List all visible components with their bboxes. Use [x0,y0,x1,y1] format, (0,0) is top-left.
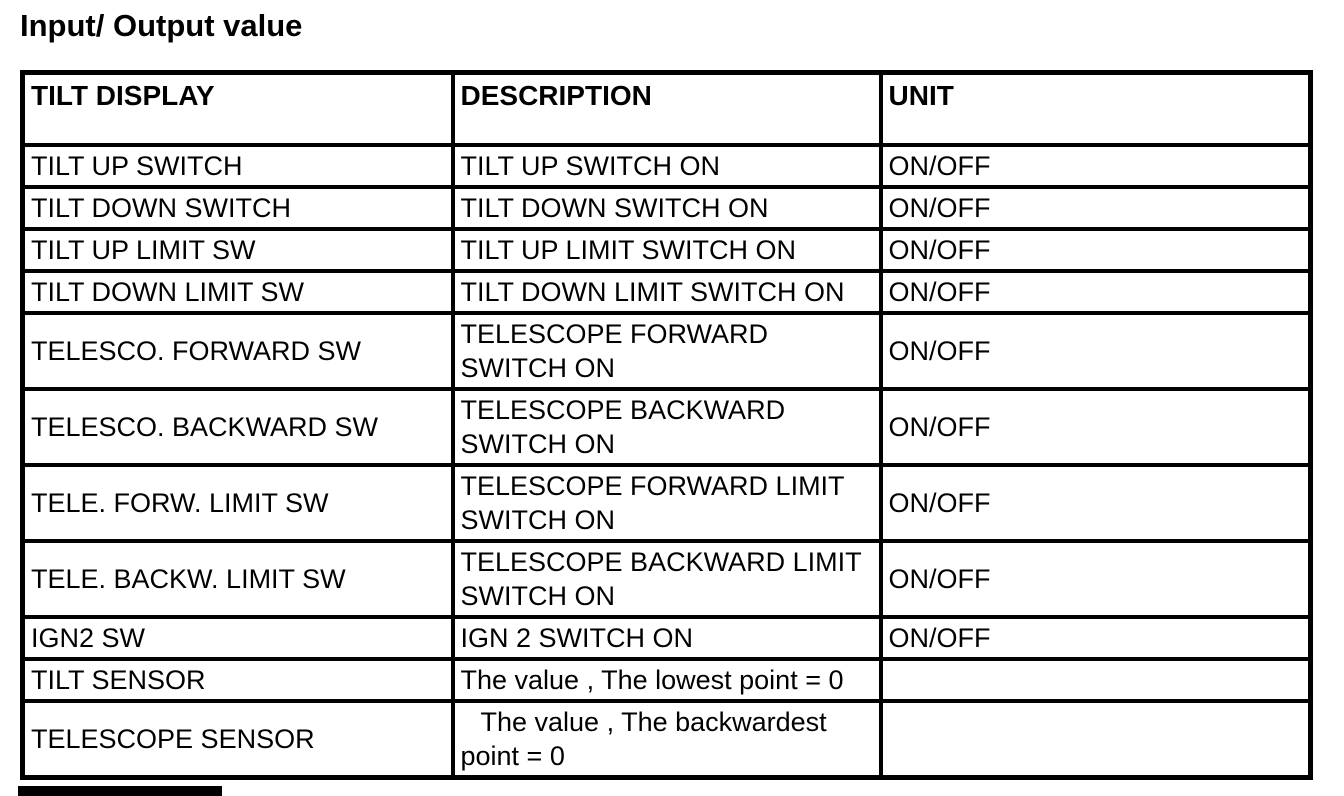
description-cell: TILT UP SWITCH ON [450,142,883,189]
unit-cell: ON/OFF [878,142,1313,189]
unit-cell: ON/OFF [878,226,1313,273]
unit-cell: ON/OFF [878,268,1313,315]
description-cell: TELESCOPE FORWARD LIMIT SWITCH ON [450,462,883,543]
description-cell: The value , The backwardest point = 0 [450,698,883,779]
description-cell: TILT UP LIMIT SWITCH ON [450,226,883,273]
tilt-display-cell: TILT DOWN SWITCH [20,184,455,231]
header-description: DESCRIPTION [450,70,883,147]
unit-cell [878,656,1313,703]
table-header: TILT DISPLAY DESCRIPTION UNIT [20,70,1313,147]
description-cell: TELESCOPE BACKWARD LIMIT SWITCH ON [450,538,883,619]
header-row: TILT DISPLAY DESCRIPTION UNIT [20,70,1313,147]
header-unit: UNIT [878,70,1313,147]
unit-cell: ON/OFF [878,538,1313,619]
tilt-display-cell: TILT UP SWITCH [20,142,455,189]
scan-artifact-bar [18,786,222,796]
description-cell: IGN 2 SWITCH ON [450,614,883,661]
tilt-display-cell: TILT DOWN LIMIT SW [20,268,455,315]
description-cell: TILT DOWN SWITCH ON [450,184,883,231]
unit-cell: ON/OFF [878,310,1313,391]
unit-cell [878,698,1313,779]
tilt-display-cell: TELESCO. FORWARD SW [20,310,455,391]
tilt-display-cell: TELESCO. BACKWARD SW [20,386,455,467]
description-cell: The value , The lowest point = 0 [450,656,883,703]
unit-cell: ON/OFF [878,614,1313,661]
tilt-display-cell: TILT UP LIMIT SW [20,226,455,273]
tilt-display-cell: IGN2 SW [20,614,455,661]
page-title: Input/ Output value [20,8,303,43]
header-tilt-display: TILT DISPLAY [20,70,455,147]
unit-cell: ON/OFF [878,462,1313,543]
tilt-display-cell: TELE. FORW. LIMIT SW [20,462,455,543]
tilt-display-cell: TELE. BACKW. LIMIT SW [20,538,455,619]
description-cell: TILT DOWN LIMIT SWITCH ON [450,268,883,315]
description-cell: TELESCOPE FORWARD SWITCH ON [450,310,883,391]
tilt-display-cell: TELESCOPE SENSOR [20,698,455,779]
tilt-display-cell: TILT SENSOR [20,656,455,703]
description-cell: TELESCOPE BACKWARD SWITCH ON [450,386,883,467]
unit-cell: ON/OFF [878,184,1313,231]
io-value-table: TILT DISPLAY DESCRIPTION UNIT TILT UP SW… [20,70,1313,780]
unit-cell: ON/OFF [878,386,1313,467]
